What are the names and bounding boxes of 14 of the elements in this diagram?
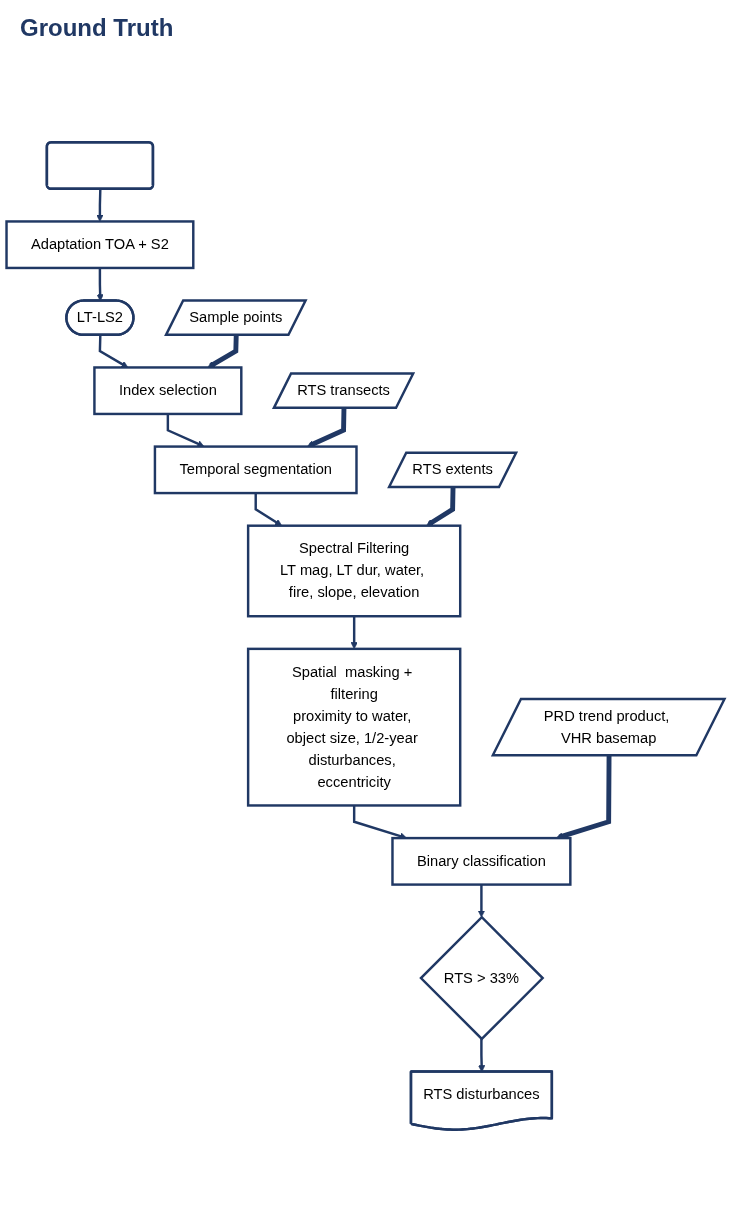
node-box: Temporal segmentation (153, 445, 358, 495)
arrow (98, 335, 129, 368)
node-box: Adaptation TOA + S2 (5, 220, 195, 270)
node-box: Spatial masking + filtering proximity to water, object size, 1/2-year disturbances, eccentricity (246, 647, 462, 807)
node-box: Index selection (93, 366, 243, 416)
arrow (477, 884, 485, 918)
node-box: Spectral Filtering LT mag, LT dur, water, fire, slope, elevation (246, 524, 462, 618)
section-heading: Ground Truth (20, 14, 175, 42)
arrow (555, 755, 612, 840)
arrow (207, 335, 239, 368)
arrow (254, 493, 283, 526)
arrow (96, 189, 104, 222)
node-diamond: RTS > 33% (419, 915, 545, 1041)
node-box: Binary classification (391, 836, 572, 886)
